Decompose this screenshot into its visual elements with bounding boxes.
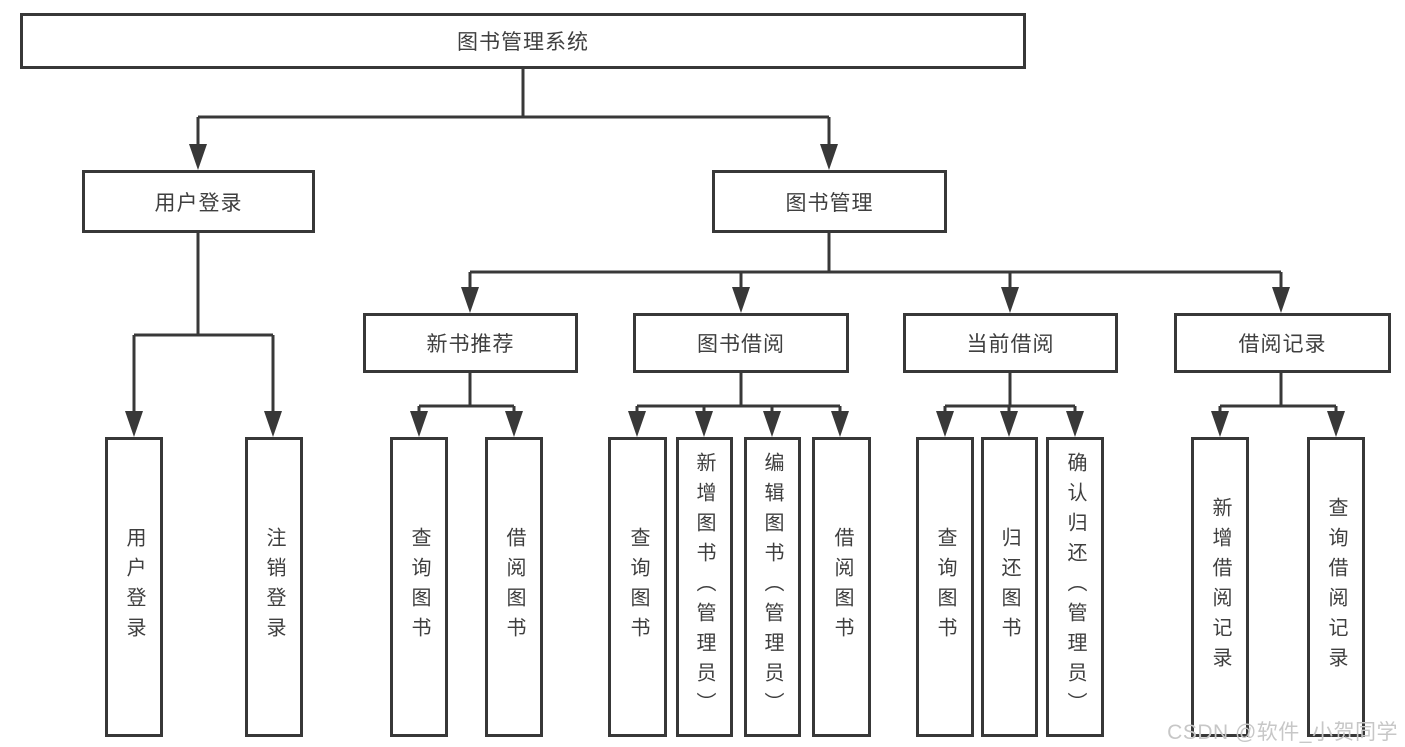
leaf-logout: 注销登录 [245,437,303,737]
leaf-add-borrow-record: 新增借阅记录 [1191,437,1249,737]
leaf-borrow-books-borrowing: 借阅图书 [812,437,871,737]
leaf-edit-book-admin: 编辑图书（管理员） [744,437,801,737]
leaf-return-book: 归还图书 [981,437,1038,737]
node-book-management: 图书管理 [712,170,947,233]
leaf-query-books-borrowing: 查询图书 [608,437,667,737]
node-current-borrowing: 当前借阅 [903,313,1118,373]
node-new-book-recommend: 新书推荐 [363,313,578,373]
node-borrowing-records: 借阅记录 [1174,313,1391,373]
leaf-add-book-admin: 新增图书（管理员） [676,437,733,737]
leaf-user-login: 用户登录 [105,437,163,737]
leaf-confirm-return-admin: 确认归还（管理员） [1046,437,1104,737]
leaf-query-books-recommend: 查询图书 [390,437,448,737]
leaf-query-books-current: 查询图书 [916,437,974,737]
leaf-query-borrow-record: 查询借阅记录 [1307,437,1365,737]
node-user-login: 用户登录 [82,170,315,233]
node-book-borrowing: 图书借阅 [633,313,849,373]
node-library-management-system: 图书管理系统 [20,13,1026,69]
leaf-borrow-books-recommend: 借阅图书 [485,437,543,737]
watermark: CSDN @软件_小贺同学 [1167,721,1398,744]
